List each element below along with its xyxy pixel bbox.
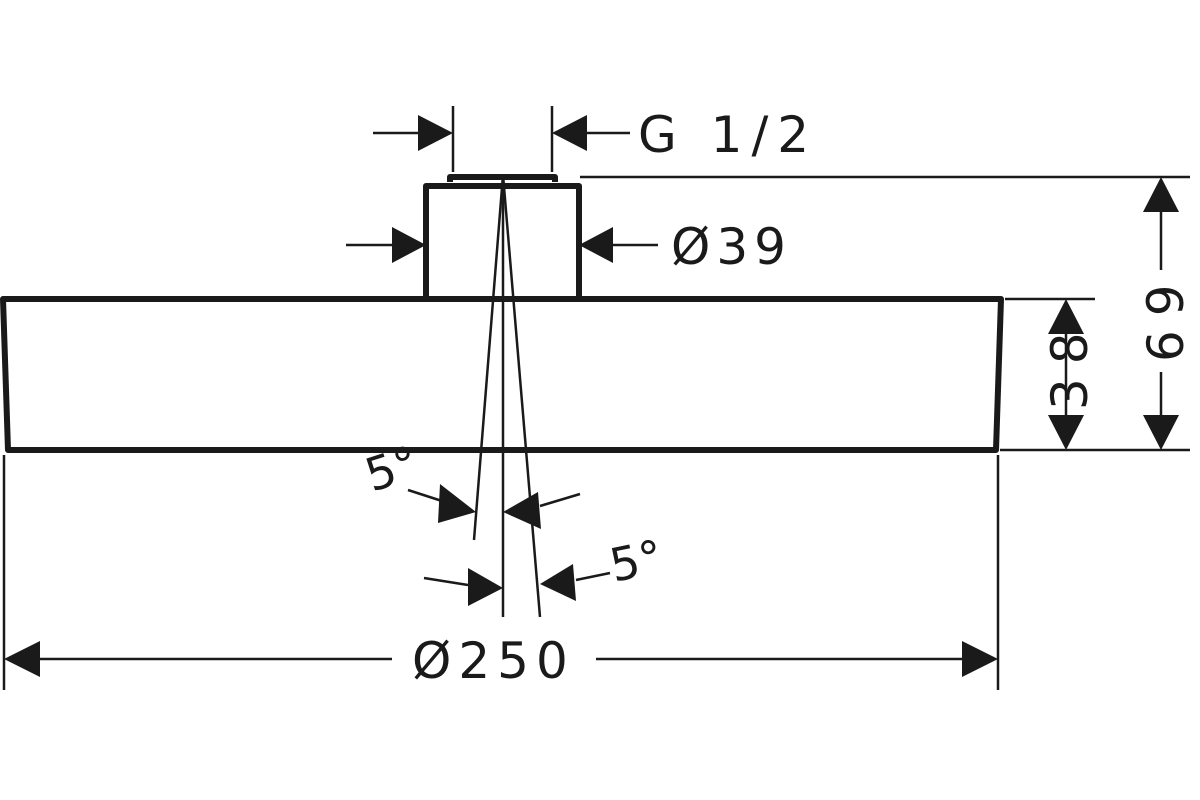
arrowhead <box>579 227 613 263</box>
arrowhead <box>503 492 541 529</box>
arrowhead <box>1048 415 1084 450</box>
arrowhead <box>4 641 40 677</box>
tilt-line-right <box>501 174 542 618</box>
connector-diameter-dimension: Ø39 <box>346 218 792 276</box>
arrowhead <box>438 484 476 523</box>
overall-height-dimension: 69 <box>1137 177 1195 450</box>
thread-dimension: G 1/2 <box>373 106 818 164</box>
head-body <box>0 296 1004 453</box>
head-height-label: 38 <box>1041 318 1099 410</box>
arrowhead <box>1143 177 1179 212</box>
thread-label: G 1/2 <box>638 106 818 164</box>
tilt-line-left <box>472 174 505 541</box>
tilt-lines <box>472 174 542 618</box>
arrowhead <box>392 227 426 263</box>
tilt-lower-dimension: 5° <box>423 529 667 606</box>
arrowhead <box>418 115 453 151</box>
arrowhead <box>1143 415 1179 450</box>
arrowhead <box>552 115 587 151</box>
arrowhead <box>1048 299 1084 334</box>
arrowhead <box>468 568 503 606</box>
head-diameter-label: Ø250 <box>412 632 575 690</box>
arrowhead <box>540 564 576 601</box>
head-diameter-dimension: Ø250 <box>4 632 998 690</box>
connector-diameter-label: Ø39 <box>671 218 792 276</box>
arrowhead <box>962 641 998 677</box>
head-height-dimension: 38 <box>1041 299 1099 450</box>
tilt-lower-label: 5° <box>605 529 667 593</box>
overall-height-label: 69 <box>1137 270 1195 362</box>
extension-lines <box>2 106 1190 690</box>
